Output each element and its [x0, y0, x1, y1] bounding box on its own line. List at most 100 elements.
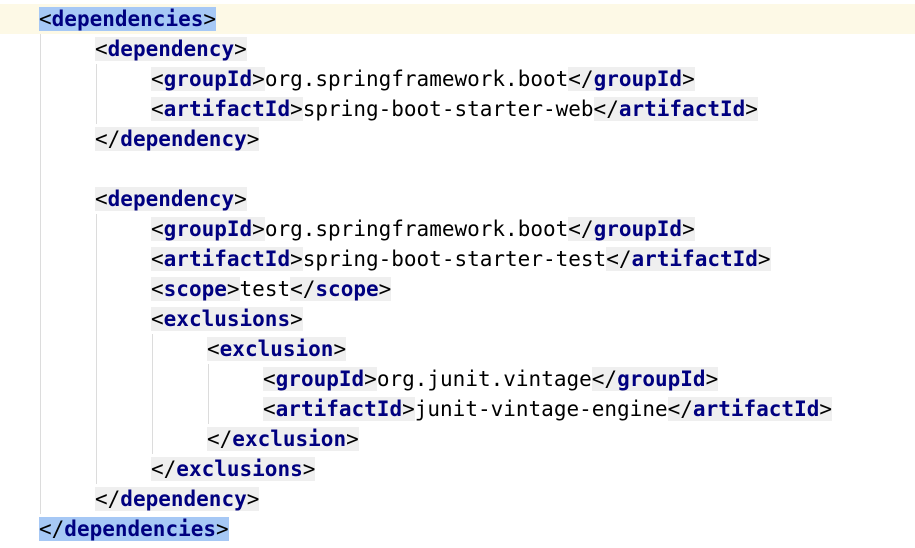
- xml-tag-name: artifactId: [692, 397, 820, 421]
- xml-tag-name: dependency: [120, 487, 247, 511]
- tag-bracket: >: [378, 277, 392, 301]
- code-line[interactable]: <groupId>org.junit.vintage</groupId>: [0, 364, 915, 394]
- code-content: <exclusion>: [207, 334, 347, 364]
- tag-bracket: >: [252, 67, 265, 91]
- tag-bracket: >: [203, 7, 217, 31]
- code-line[interactable]: <artifactId>junit-vintage-engine</artifa…: [0, 394, 915, 424]
- xml-tag-name: exclusions: [176, 457, 303, 481]
- tag-bracket: >: [290, 97, 303, 121]
- code-line[interactable]: <artifactId>spring-boot-starter-test</ar…: [0, 244, 915, 274]
- code-line[interactable]: <exclusions>: [0, 304, 915, 334]
- xml-tag-name: dependency: [120, 127, 247, 151]
- xml-tag-name: artifactId: [163, 247, 291, 271]
- xml-tag-name: groupId: [593, 217, 683, 241]
- xml-tag-name: groupId: [617, 367, 706, 391]
- code-content: <dependency>: [95, 34, 247, 64]
- tag-bracket: </: [593, 97, 619, 121]
- code-line[interactable]: <dependency>: [0, 184, 915, 214]
- tag-bracket: >: [302, 457, 316, 481]
- code-content: <scope>test</scope>: [151, 274, 392, 304]
- tag-bracket: <: [263, 367, 276, 391]
- indent-guide: [96, 214, 97, 484]
- xml-tag-name: exclusion: [219, 337, 334, 361]
- indent-guide: [96, 64, 97, 124]
- tag-bracket: >: [226, 277, 240, 301]
- xml-tag-name: scope: [315, 277, 379, 301]
- xml-text: org.springframework.boot: [264, 217, 569, 241]
- code-line[interactable]: <dependency>: [0, 34, 915, 64]
- xml-tag-name: dependencies: [64, 517, 217, 541]
- code-content: </dependencies>: [39, 514, 229, 544]
- code-line[interactable]: </exclusion>: [0, 424, 915, 454]
- xml-text: org.springframework.boot: [264, 67, 569, 91]
- code-line[interactable]: [0, 154, 915, 184]
- code-line[interactable]: </dependency>: [0, 484, 915, 514]
- xml-text: junit-vintage-engine: [414, 397, 668, 421]
- code-line[interactable]: <groupId>org.springframework.boot</group…: [0, 214, 915, 244]
- tag-bracket: </: [568, 217, 594, 241]
- tag-bracket: >: [705, 367, 719, 391]
- tag-bracket: >: [346, 427, 359, 451]
- tag-bracket: <: [151, 97, 164, 121]
- code-content: </dependency>: [95, 484, 260, 514]
- code-line[interactable]: <exclusion>: [0, 334, 915, 364]
- tag-bracket: >: [682, 217, 695, 241]
- xml-tag-name: exclusions: [163, 307, 291, 331]
- xml-tag-name: dependency: [107, 187, 235, 211]
- code-content: <artifactId>spring-boot-starter-web</art…: [151, 94, 758, 124]
- tag-bracket: <: [95, 187, 108, 211]
- code-content: </dependency>: [95, 124, 260, 154]
- xml-tag-name: groupId: [163, 217, 253, 241]
- code-content: <groupId>org.springframework.boot</group…: [151, 214, 695, 244]
- tag-bracket: <: [39, 7, 52, 31]
- code-content: <groupId>org.springframework.boot</group…: [151, 64, 695, 94]
- code-content: <groupId>org.junit.vintage</groupId>: [263, 364, 719, 394]
- xml-tag-name: artifactId: [631, 247, 758, 271]
- xml-tag-name: exclusion: [232, 427, 347, 451]
- indent-guide: [152, 334, 153, 454]
- code-line[interactable]: </dependencies>: [0, 514, 915, 544]
- tag-bracket: </: [207, 427, 233, 451]
- code-line[interactable]: <groupId>org.springframework.boot</group…: [0, 64, 915, 94]
- code-line[interactable]: </exclusions>: [0, 454, 915, 484]
- tag-bracket: >: [402, 397, 415, 421]
- tag-bracket: >: [234, 187, 247, 211]
- code-line[interactable]: <artifactId>spring-boot-starter-web</art…: [0, 94, 915, 124]
- tag-bracket: >: [333, 337, 347, 361]
- tag-bracket: <: [151, 247, 164, 271]
- code-content: <dependencies>: [39, 4, 217, 34]
- code-content: <artifactId>spring-boot-starter-test</ar…: [151, 244, 771, 274]
- xml-tag-name: groupId: [593, 67, 683, 91]
- tag-bracket: <: [151, 217, 164, 241]
- indent-guide: [40, 34, 41, 514]
- code-line[interactable]: <dependencies>: [0, 4, 915, 34]
- tag-bracket: <: [151, 277, 164, 301]
- code-content: </exclusion>: [207, 424, 359, 454]
- code-content: </exclusions>: [151, 454, 316, 484]
- tag-bracket: <: [151, 67, 164, 91]
- tag-bracket: </: [95, 127, 121, 151]
- tag-bracket: </: [667, 397, 693, 421]
- xml-tag-name: dependencies: [51, 7, 204, 31]
- code-line[interactable]: </dependency>: [0, 124, 915, 154]
- code-content: <artifactId>junit-vintage-engine</artifa…: [263, 394, 833, 424]
- tag-bracket: >: [216, 517, 229, 541]
- code-line[interactable]: <scope>test</scope>: [0, 274, 915, 304]
- xml-tag-name: artifactId: [618, 97, 746, 121]
- xml-text: spring-boot-starter-test: [302, 247, 607, 271]
- tag-bracket: >: [290, 247, 303, 271]
- xml-text: test: [239, 277, 291, 301]
- code-content: <exclusions>: [151, 304, 303, 334]
- tag-bracket: </: [591, 367, 618, 391]
- tag-bracket: <: [95, 37, 108, 61]
- xml-tag-name: scope: [163, 277, 227, 301]
- tag-bracket: </: [290, 277, 316, 301]
- indent-guide: [208, 364, 209, 424]
- tag-bracket: >: [364, 367, 377, 391]
- tag-bracket: <: [151, 307, 164, 331]
- xml-tag-name: groupId: [275, 367, 365, 391]
- tag-bracket: >: [757, 247, 771, 271]
- xml-tag-name: artifactId: [275, 397, 403, 421]
- tag-bracket: </: [39, 517, 65, 541]
